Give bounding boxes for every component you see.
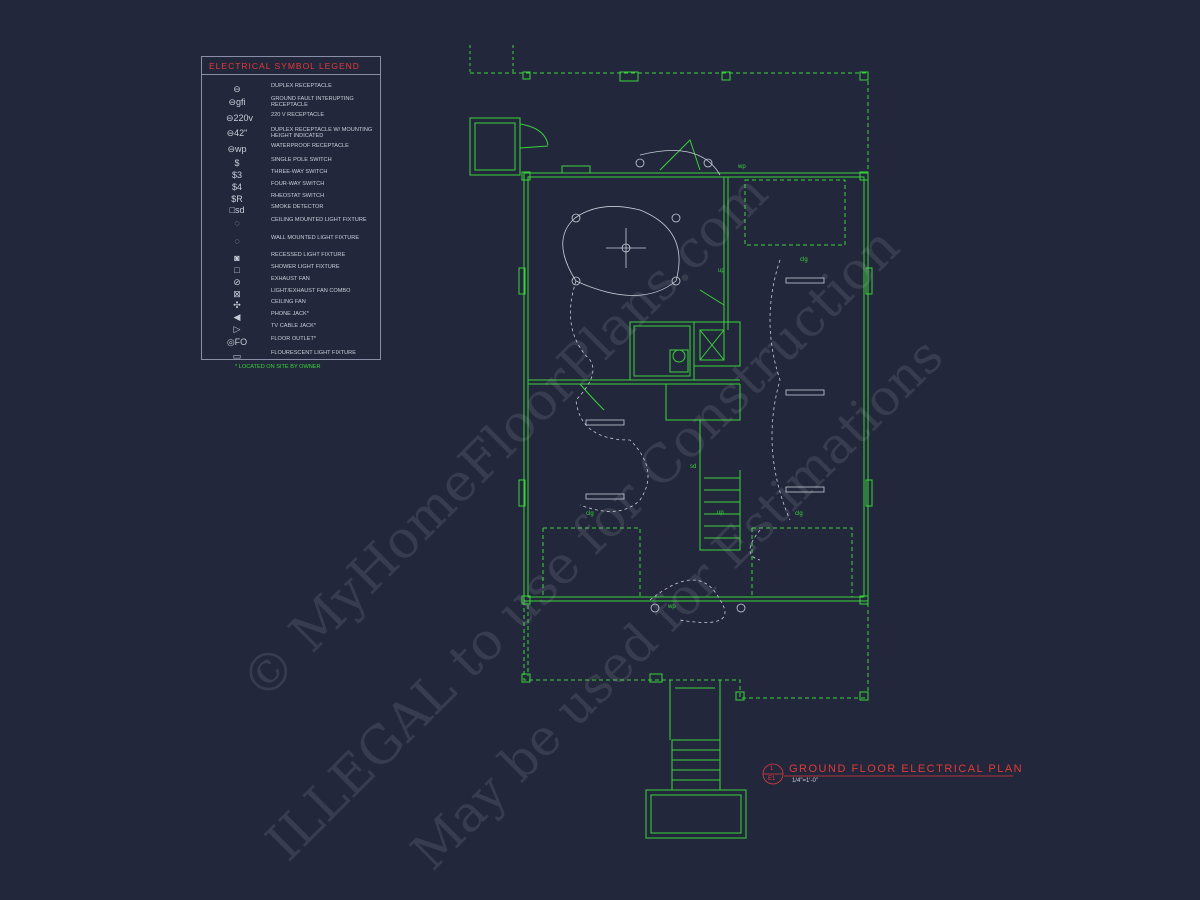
legend-label: SMOKE DETECTOR <box>271 204 324 210</box>
legend-label: LIGHT/EXHAUST FAN COMBO <box>271 288 351 294</box>
legend-item: ▭ FLOURESCENT LIGHT FIXTURE <box>202 350 380 362</box>
legend-label: TV CABLE JACK* <box>271 323 317 329</box>
plan-annotation: sd <box>690 464 697 470</box>
legend-item: ◀ PHONE JACK* <box>202 311 380 323</box>
legend-item: ⊖220v 220 V RECEPTACLE <box>202 112 380 124</box>
legend-label: RECESSED LIGHT FIXTURE <box>271 252 346 258</box>
legend-symbol-icon: ⊖gfi <box>228 97 246 107</box>
legend-symbol-icon: ⊘ <box>233 277 241 287</box>
legend-item: ◙ RECESSED LIGHT FIXTURE <box>202 252 380 264</box>
legend-item: ⊖wp WATERPROOF RECEPTACLE <box>202 143 380 155</box>
legend-label: SINGLE POLE SWITCH <box>271 157 332 163</box>
legend-symbol-icon: ◙ <box>234 253 240 263</box>
plan-annotation: wp <box>738 164 746 170</box>
legend-label: FLOURESCENT LIGHT FIXTURE <box>271 350 356 356</box>
electrical-symbol-legend: ELECTRICAL SYMBOL LEGEND ⊖ DUPLEX RECEPTA… <box>201 56 381 362</box>
plan-annotation: wp <box>668 604 676 610</box>
legend-label: WATERPROOF RECEPTACLE <box>271 143 349 149</box>
legend-item: $R RHEOSTAT SWITCH <box>202 193 380 205</box>
legend-label: RHEOSTAT SWITCH <box>271 193 325 199</box>
legend-label: FOUR-WAY SWITCH <box>271 181 325 187</box>
legend-item: ◌ WALL MOUNTED LIGHT FIXTURE <box>202 235 380 247</box>
legend-item: ✣ CEILING FAN <box>202 299 380 311</box>
legend-symbol-icon: ▭ <box>232 351 242 361</box>
legend-symbol-icon: ⊖220v <box>226 113 254 123</box>
legend-symbol-icon: $ <box>234 158 240 168</box>
legend-item: □ SHOWER LIGHT FIXTURE <box>202 264 380 276</box>
plan-annotation: clg <box>586 511 594 517</box>
legend-symbol-icon: ◌ <box>234 236 240 246</box>
legend-label: EXHAUST FAN <box>271 276 310 282</box>
sheet-badge: 1 E1 <box>762 763 784 785</box>
legend-label: 220 V RECEPTACLE <box>271 112 325 118</box>
legend-symbol-icon: $3 <box>231 170 242 180</box>
legend-label: WALL MOUNTED LIGHT FIXTURE <box>271 235 360 241</box>
legend-symbol-icon: ✣ <box>233 300 241 310</box>
legend-item: ▷ TV CABLE JACK* <box>202 323 380 335</box>
legend-symbol-icon: □sd <box>229 205 245 215</box>
plan-scale: 1/4"=1'-0" <box>792 778 818 784</box>
legend-symbol-icon: □ <box>234 265 240 275</box>
legend-symbol-icon: ◀ <box>233 312 241 322</box>
legend-title: ELECTRICAL SYMBOL LEGEND <box>202 57 380 75</box>
legend-label: PHONE JACK* <box>271 311 309 317</box>
legend-label: CEILING MOUNTED LIGHT FIXTURE <box>271 217 367 223</box>
legend-label: DUPLEX RECEPTACLE W/ MOUNTING HEIGHT IND… <box>271 127 373 139</box>
legend-item: ⊖42" DUPLEX RECEPTACLE W/ MOUNTING HEIGHT… <box>202 127 380 139</box>
legend-item: ⊖ DUPLEX RECEPTACLE <box>202 83 380 95</box>
legend-item: ◎FO FLOOR OUTLET* <box>202 336 380 348</box>
legend-symbol-icon: ⊖ <box>233 84 241 94</box>
plan-title: GROUND FLOOR ELECTRICAL PLAN <box>789 763 1024 775</box>
plan-annotation: up <box>717 510 724 516</box>
legend-item: □sd SMOKE DETECTOR <box>202 204 380 216</box>
legend-label: GROUND FAULT INTERUPTING RECEPTACLE <box>271 96 354 108</box>
plan-annotation: clg <box>795 511 803 517</box>
badge-top: 1 <box>770 766 774 772</box>
plan-annotation: clg <box>800 257 808 263</box>
legend-item: $3 THREE-WAY SWITCH <box>202 169 380 181</box>
legend-label: SHOWER LIGHT FIXTURE <box>271 264 340 270</box>
legend-item: ◌ CEILING MOUNTED LIGHT FIXTURE <box>202 217 380 229</box>
badge-bottom: E1 <box>768 776 776 782</box>
legend-item: $4 FOUR-WAY SWITCH <box>202 181 380 193</box>
legend-item: ⊘ EXHAUST FAN <box>202 276 380 288</box>
legend-symbol-icon: ⊖wp <box>227 144 247 154</box>
legend-symbol-icon: ▷ <box>233 324 241 334</box>
legend-label: DUPLEX RECEPTACLE <box>271 83 332 89</box>
legend-symbol-icon: ⊠ <box>233 289 241 299</box>
legend-symbol-icon: ⊖42" <box>226 128 248 138</box>
legend-symbol-icon: $4 <box>231 182 242 192</box>
legend-symbol-icon: $R <box>231 194 243 204</box>
legend-label: THREE-WAY SWITCH <box>271 169 328 175</box>
legend-label: FLOOR OUTLET* <box>271 336 317 342</box>
legend-symbol-icon: ◎FO <box>226 337 248 347</box>
plan-annotation: up <box>718 268 725 274</box>
legend-item: ⊖gfi GROUND FAULT INTERUPTING RECEPTACLE <box>202 96 380 108</box>
legend-item: ⊠ LIGHT/EXHAUST FAN COMBO <box>202 288 380 300</box>
legend-label: CEILING FAN <box>271 299 306 305</box>
legend-note: * LOCATED ON SITE BY OWNER <box>235 364 321 370</box>
legend-item: $ SINGLE POLE SWITCH <box>202 157 380 169</box>
legend-symbol-icon: ◌ <box>234 218 240 228</box>
